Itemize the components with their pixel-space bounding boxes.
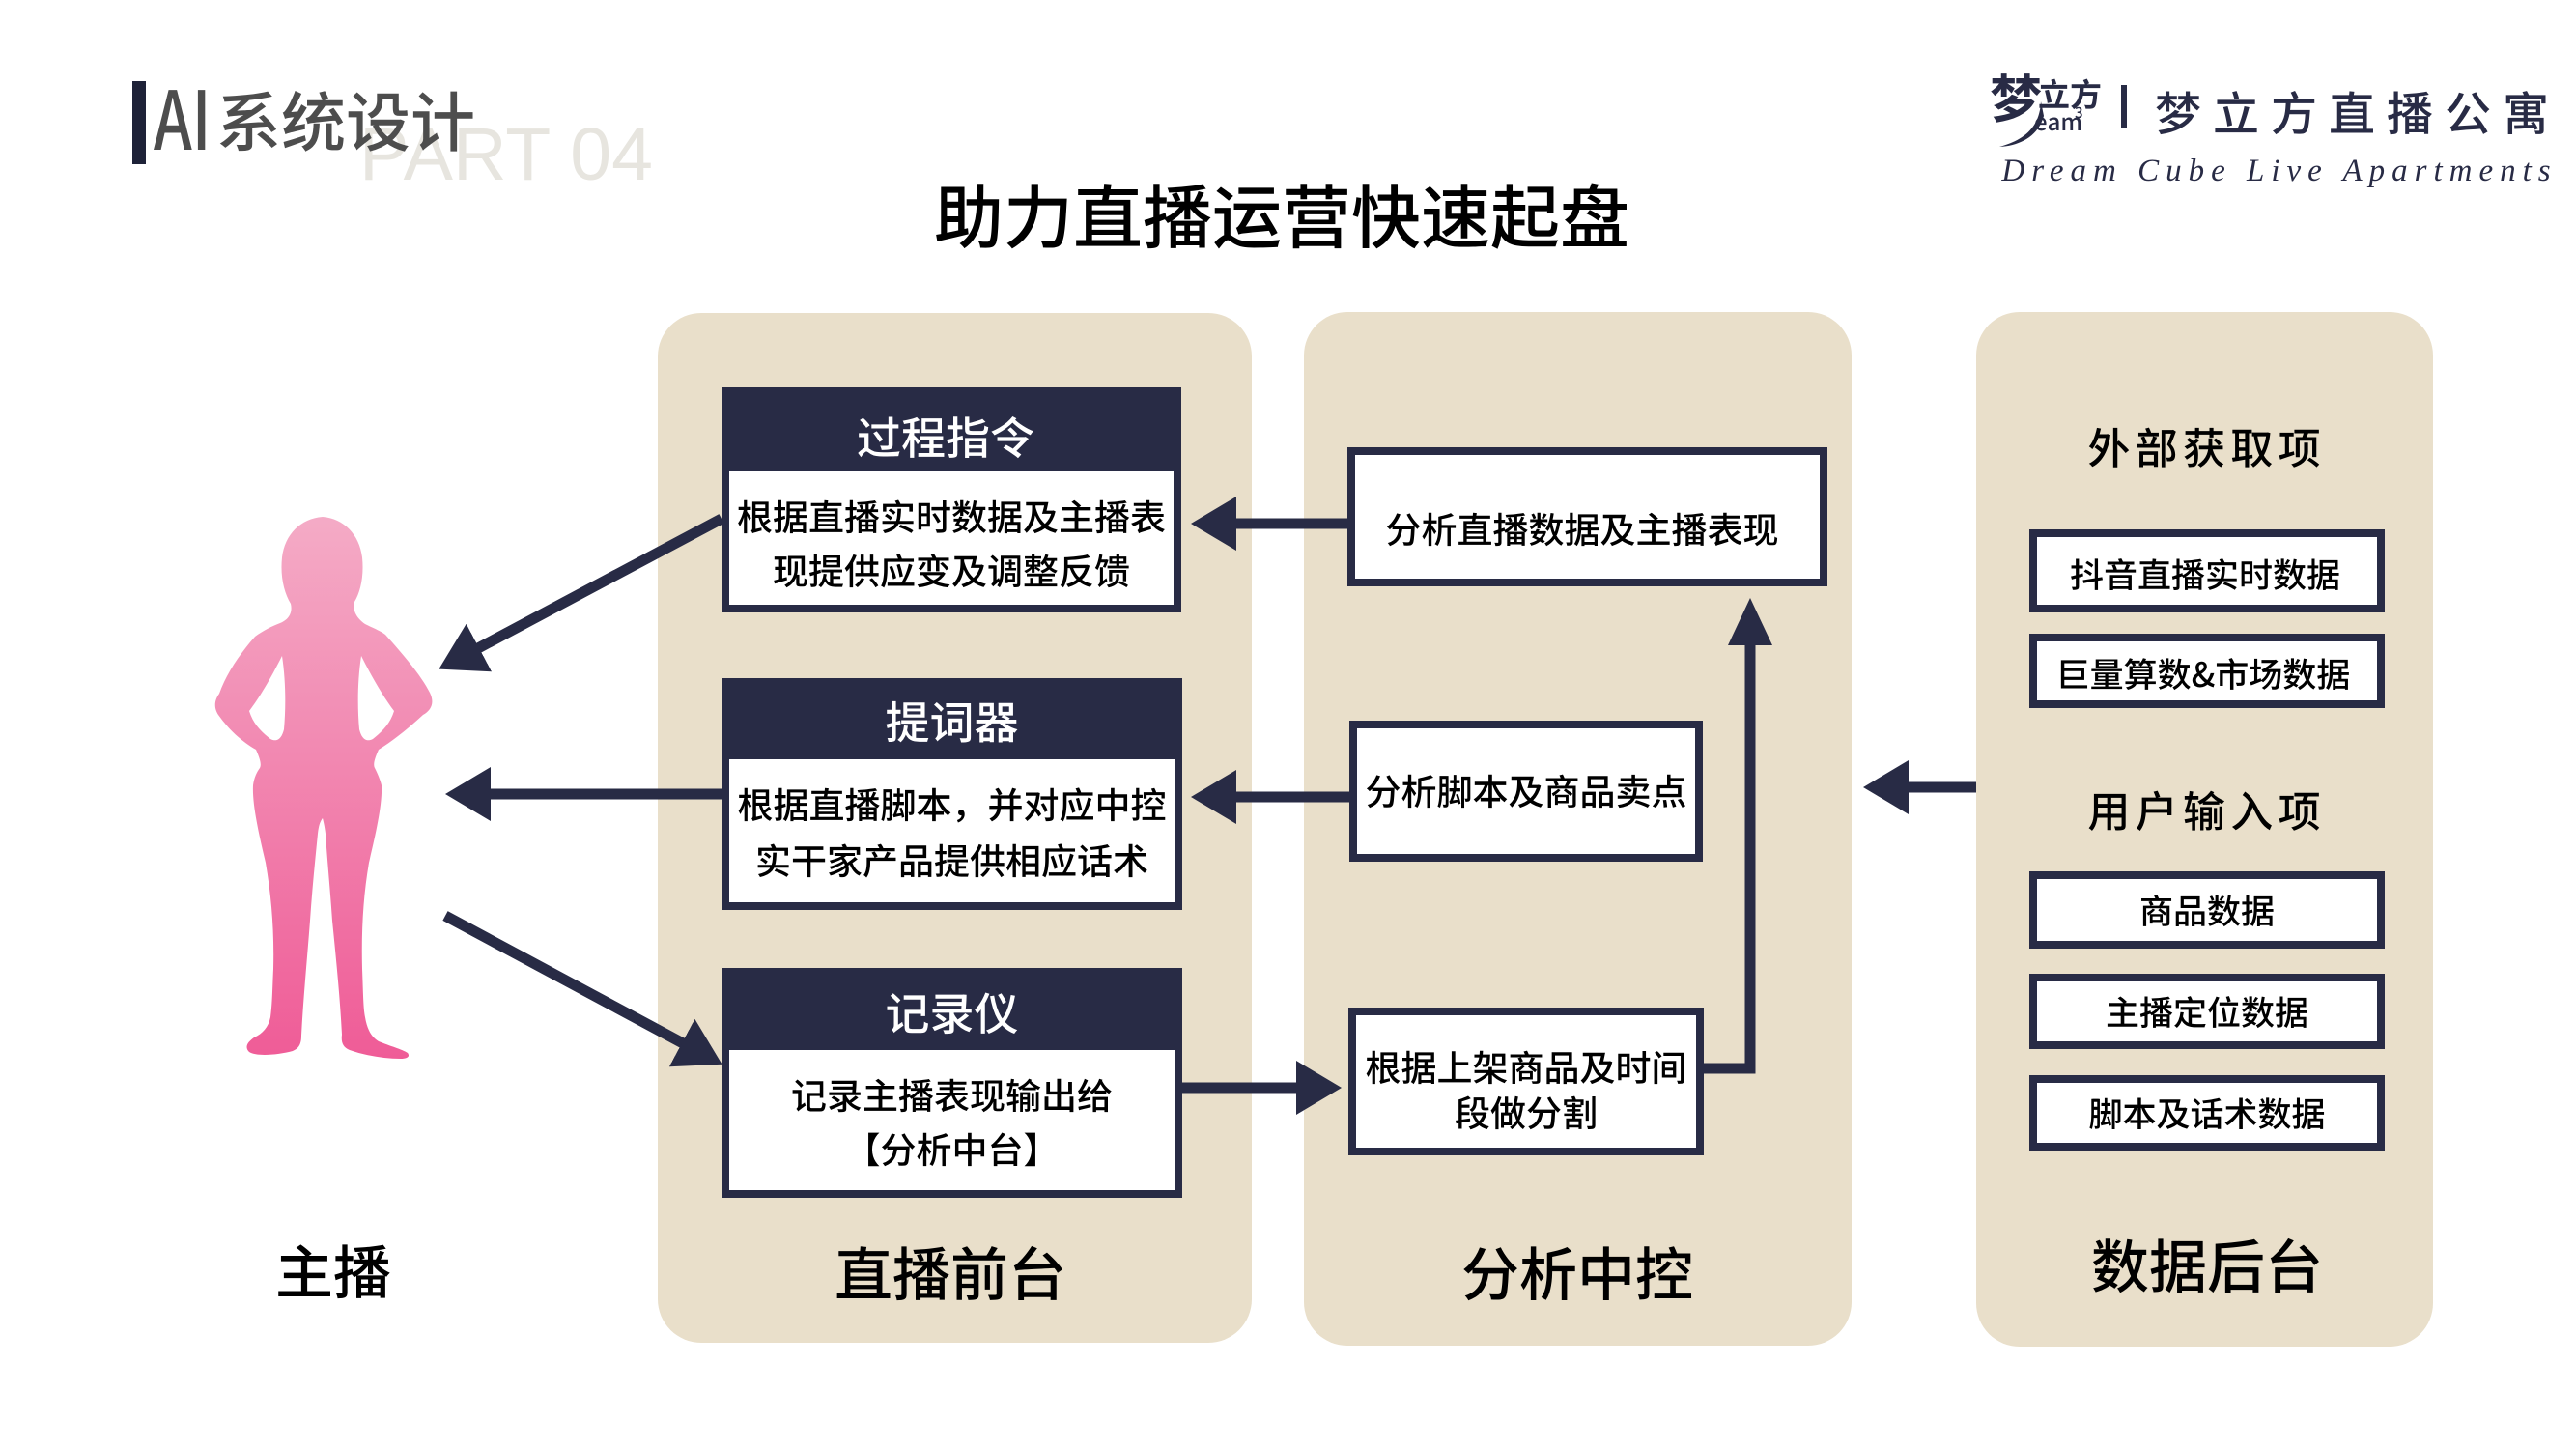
svg-text:PART 04: PART 04 (359, 113, 653, 196)
svg-text:Dream Cube Live Apartments: Dream Cube Live Apartments (2000, 154, 2557, 188)
